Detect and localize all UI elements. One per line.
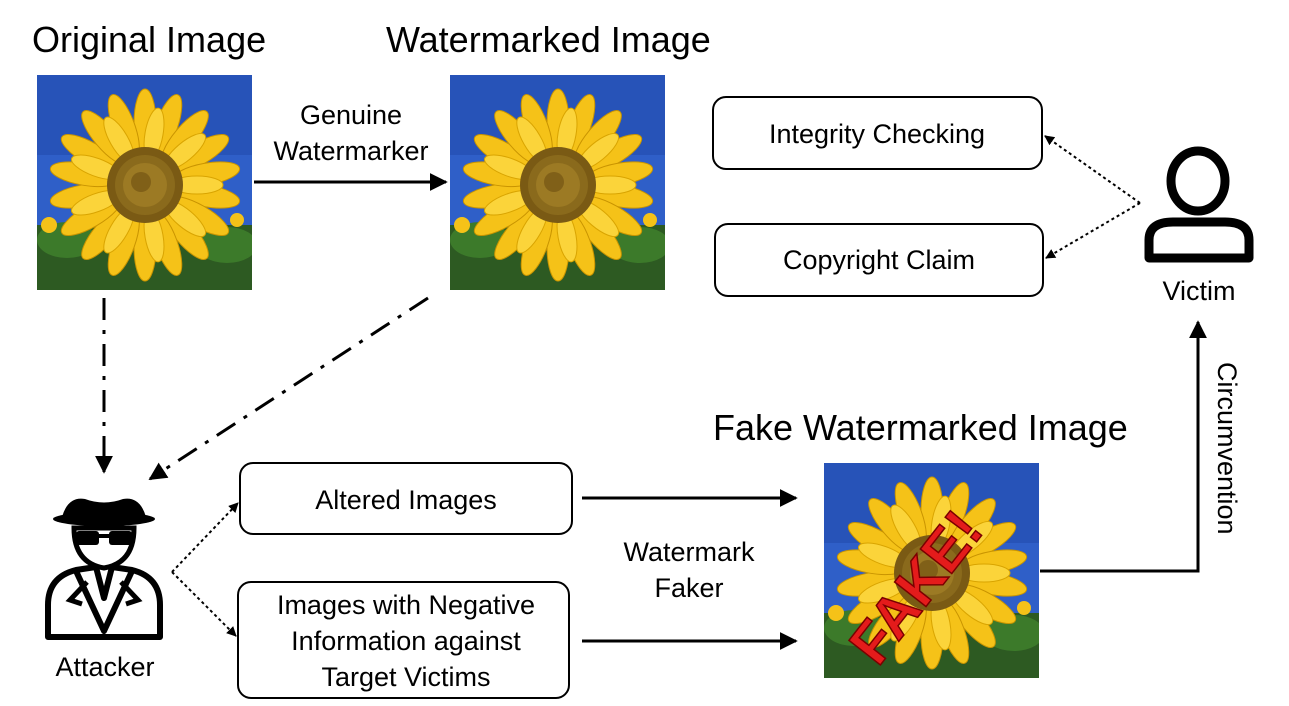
victim-label: Victim — [1162, 276, 1235, 306]
integrity-checking-label: Integrity Checking — [769, 119, 985, 149]
original-image — [37, 75, 252, 290]
watermark-faker-line-2: Faker — [654, 573, 723, 603]
altered-images-label: Altered Images — [315, 485, 497, 515]
watermarker-label: Watermarker — [273, 136, 428, 166]
negative-images-line-1: Images with Negative — [277, 590, 535, 620]
attacker-label: Attacker — [55, 652, 154, 682]
attacker-spy-icon — [45, 498, 163, 640]
fake-watermarked-image: FAKE! — [824, 463, 1039, 678]
copyright-claim-box — [714, 223, 1044, 297]
negative-images-line-2: Information against — [291, 626, 521, 656]
watermark-faker-line-1: Watermark — [623, 537, 755, 567]
negative-images-line-3: Target Victims — [321, 662, 490, 692]
fake-watermarked-image-title: Fake Watermarked Image — [713, 407, 1128, 448]
altered-images-box — [239, 462, 573, 535]
integrity-checking-box — [712, 96, 1043, 170]
copyright-claim-label: Copyright Claim — [783, 245, 975, 275]
genuine-label: Genuine — [300, 100, 402, 130]
circumvention-arrow — [1040, 320, 1207, 573]
watermarked-image — [450, 75, 665, 290]
negative-images-box — [237, 581, 570, 699]
attacker-to-altered-arrow — [171, 502, 239, 573]
victim-person-icon — [1144, 146, 1254, 263]
attacker-to-negative-arrow — [171, 571, 237, 637]
victim-to-integrity-arrow — [1044, 135, 1141, 204]
victim-to-copyright-arrow — [1045, 202, 1141, 259]
watermarked-to-attacker-arrow — [148, 296, 429, 481]
watermarked-image-title: Watermarked Image — [386, 19, 711, 60]
original-image-title: Original Image — [32, 19, 266, 60]
circumvention-label: Circumvention — [1212, 362, 1242, 535]
